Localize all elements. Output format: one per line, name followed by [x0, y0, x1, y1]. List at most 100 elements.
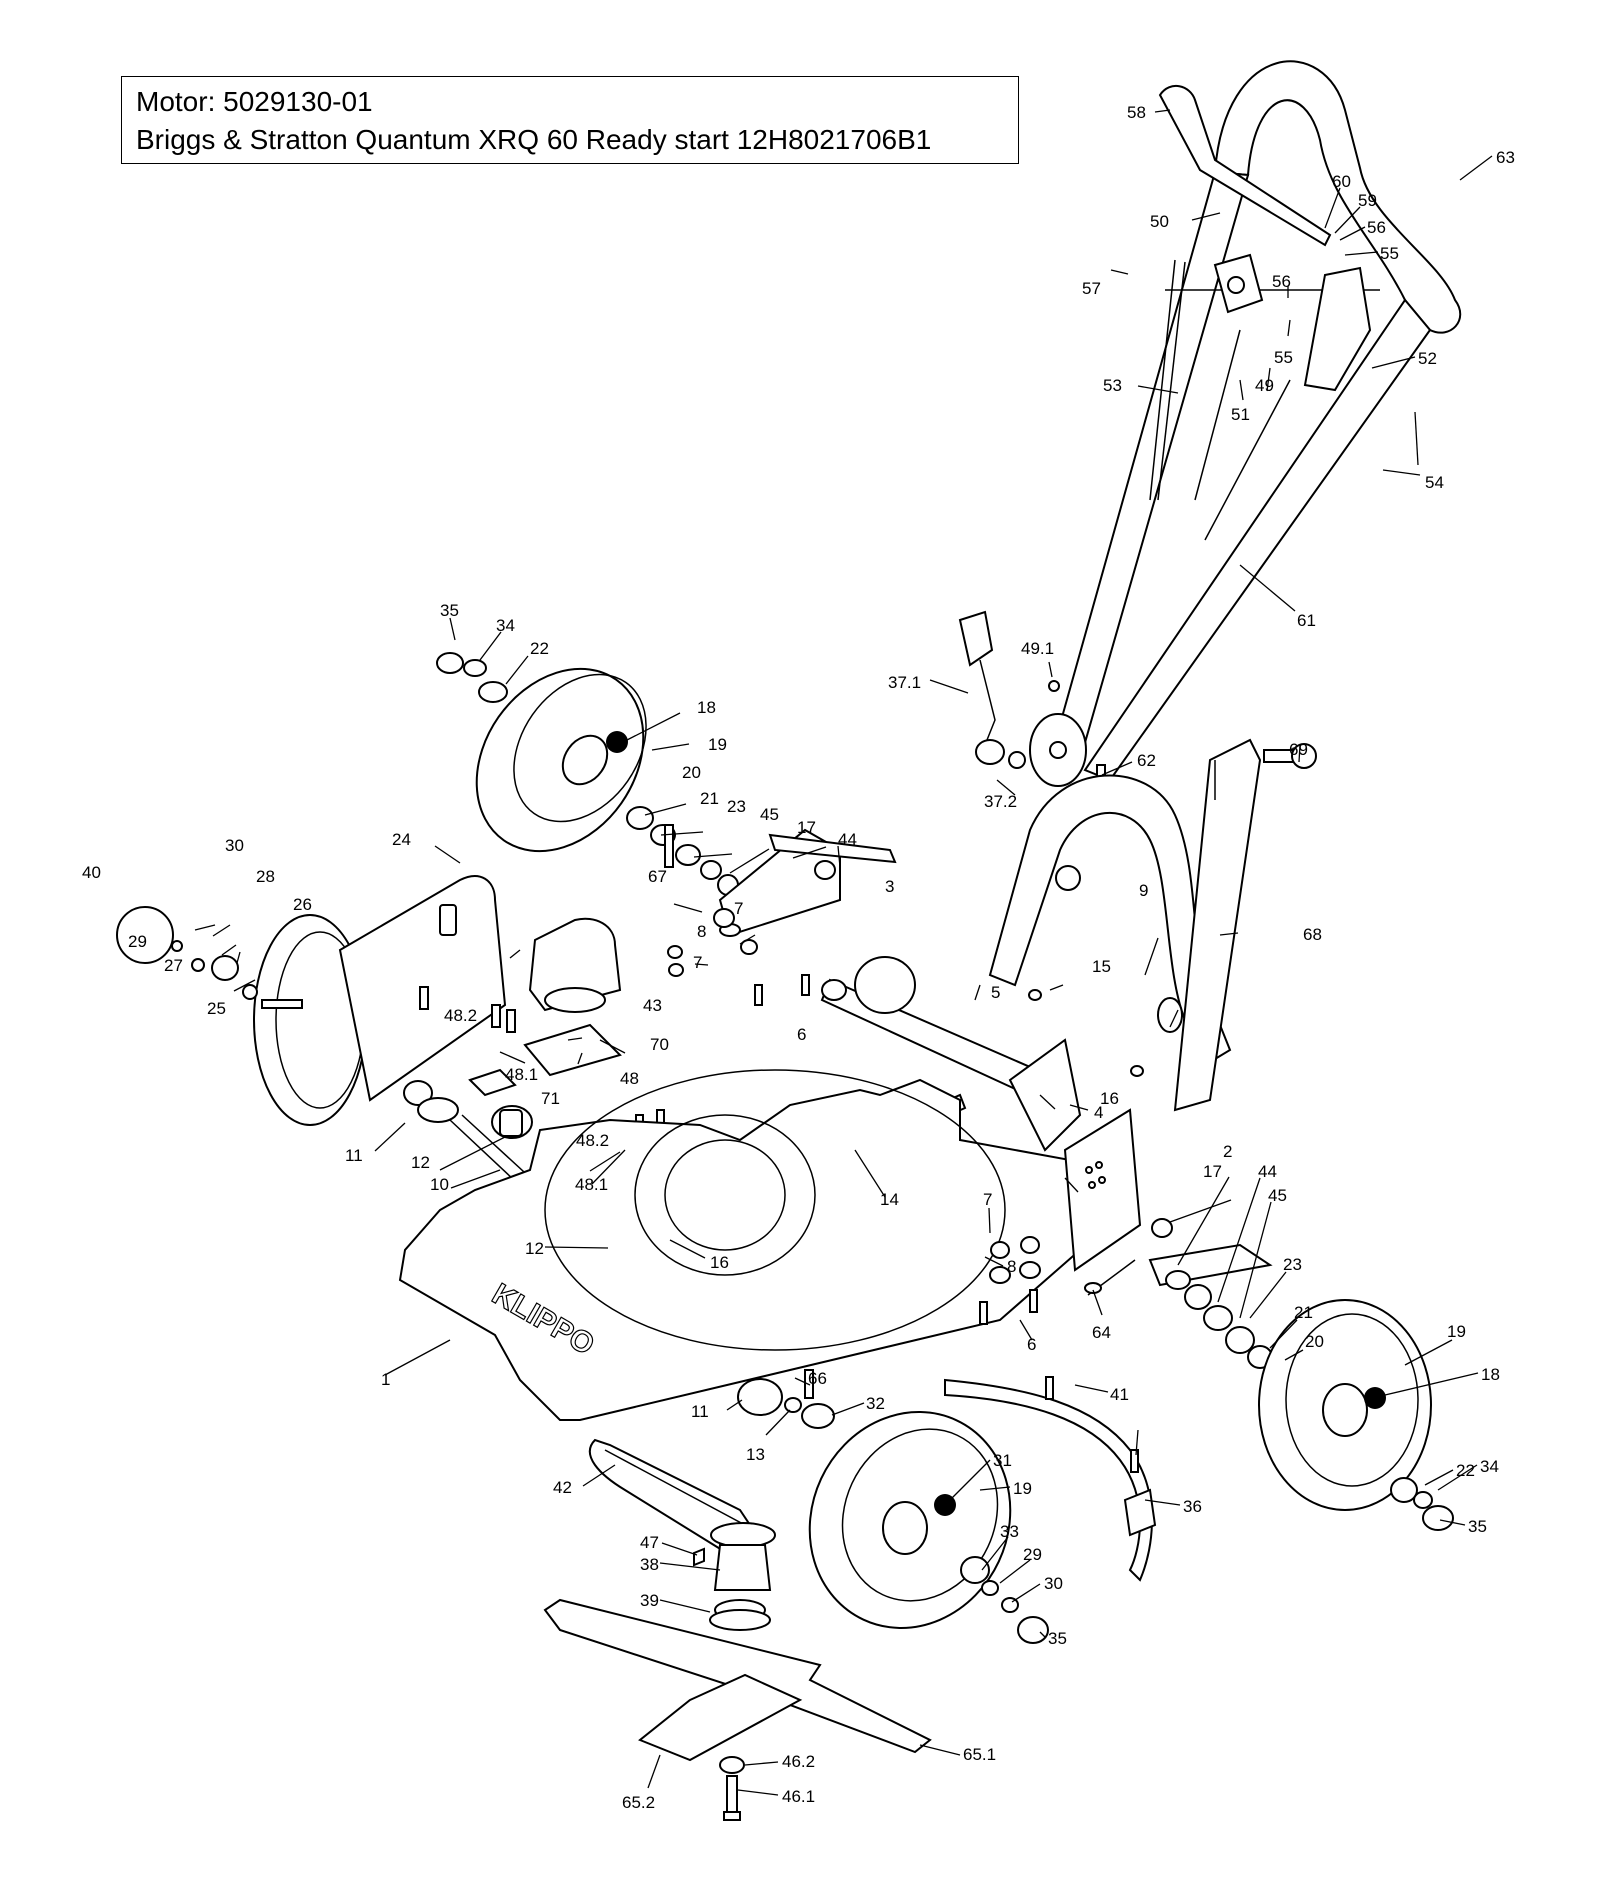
handle-frame-68 [988, 738, 1317, 1112]
callout-38: 38 [640, 1555, 659, 1574]
callout-23-lower: 23 [1283, 1255, 1302, 1274]
callout-5: 5 [991, 983, 1000, 1002]
callout-8-upper: 8 [697, 922, 706, 941]
callout-7-mid: 7 [693, 953, 702, 972]
callout-65-2: 65.2 [622, 1793, 655, 1812]
front-wheel [737, 1369, 1049, 1644]
callout-45-lower: 45 [1268, 1186, 1287, 1205]
callout-45-upper: 45 [760, 805, 779, 824]
callout-20-upper: 20 [682, 763, 701, 782]
callout-44-lower: 44 [1258, 1162, 1277, 1181]
engine-line: Briggs & Stratton Quantum XRQ 60 Ready s… [136, 124, 932, 155]
callout-10: 10 [430, 1175, 449, 1194]
callout-59: 59 [1358, 191, 1377, 210]
callout-67: 67 [648, 867, 667, 886]
motor-line: Motor: 5029130-01 [136, 86, 373, 117]
callout-69: 69 [1289, 740, 1308, 759]
callout-29-lower: 29 [1023, 1545, 1042, 1564]
right-height-adjuster [979, 1108, 1273, 1369]
rear-wheel-upper [436, 652, 739, 896]
callout-12-upper: 12 [411, 1153, 430, 1172]
callout-68: 68 [1303, 925, 1322, 944]
callout-55-lower: 55 [1274, 348, 1293, 367]
callout-70: 70 [650, 1035, 669, 1054]
drive-side-left [116, 875, 622, 1139]
callout-46-2: 46.2 [782, 1752, 815, 1771]
callout-43: 43 [643, 996, 662, 1015]
callout-6-upper: 6 [797, 1025, 806, 1044]
callout-31: 31 [993, 1451, 1012, 1470]
callout-2: 2 [1223, 1142, 1232, 1161]
callout-17-lower: 17 [1203, 1162, 1222, 1181]
callout-52: 52 [1418, 349, 1437, 368]
callout-65-1: 65.1 [963, 1745, 996, 1764]
mower-deck: KLIPPO [398, 1069, 1112, 1421]
callout-27: 27 [164, 956, 183, 975]
callout-55: 55 [1380, 244, 1399, 263]
callout-40: 40 [82, 863, 101, 882]
callout-54: 54 [1425, 473, 1444, 492]
callout-35-right: 35 [1468, 1517, 1487, 1536]
callout-46-1: 46.1 [782, 1787, 815, 1806]
callout-19-front: 19 [1013, 1479, 1032, 1498]
callout-17-upper: 17 [797, 818, 816, 837]
callout-8-lower: 8 [1007, 1257, 1016, 1276]
callout-labels: 58 63 60 59 50 56 55 56 57 55 52 53 49 5… [82, 103, 1515, 1812]
callout-26: 26 [293, 895, 312, 914]
callout-21-upper: 21 [700, 789, 719, 808]
callout-12-lower: 12 [525, 1239, 544, 1258]
callout-44-upper: 44 [838, 830, 857, 849]
cables [1149, 259, 1291, 541]
callout-51: 51 [1231, 405, 1250, 424]
callout-56-lower: 56 [1272, 272, 1291, 291]
callout-16-upper: 16 [1100, 1089, 1119, 1108]
callout-57: 57 [1082, 279, 1101, 298]
callout-28: 28 [256, 867, 275, 886]
callout-11-upper: 11 [345, 1146, 363, 1165]
callout-30-upper: 30 [225, 836, 244, 855]
callout-41: 41 [1110, 1385, 1129, 1404]
belt-and-blade [543, 1438, 932, 1821]
callout-48-2-upper: 48.2 [444, 1006, 477, 1025]
callout-47: 47 [640, 1533, 659, 1552]
callout-22-lower: 22 [1456, 1461, 1475, 1480]
callout-20-lower: 20 [1305, 1332, 1324, 1351]
callout-37-1: 37.1 [888, 673, 921, 692]
rear-wheel-right [1258, 1299, 1454, 1531]
callout-61: 61 [1297, 611, 1316, 630]
callout-56: 56 [1367, 218, 1386, 237]
callout-66: 66 [808, 1369, 827, 1388]
throttle-control [1213, 253, 1264, 314]
callout-49-1: 49.1 [1021, 639, 1054, 658]
callout-49: 49 [1255, 376, 1274, 395]
callout-18-right: 18 [1481, 1365, 1500, 1384]
callout-19-right: 19 [1447, 1322, 1466, 1341]
callout-39: 39 [640, 1591, 659, 1610]
callout-15: 15 [1092, 957, 1111, 976]
callout-35-upper: 35 [440, 601, 459, 620]
callout-1: 1 [381, 1370, 390, 1389]
callout-19-upper: 19 [708, 735, 727, 754]
callout-25: 25 [207, 999, 226, 1018]
callout-7-lower: 7 [983, 1190, 992, 1209]
callout-21-lower: 21 [1294, 1303, 1313, 1322]
callout-11-lower: 11 [691, 1402, 709, 1421]
callout-60: 60 [1332, 172, 1351, 191]
callout-30-lower: 30 [1044, 1574, 1063, 1593]
title-box: Motor: 5029130-01 Briggs & Stratton Quan… [121, 76, 1019, 164]
callout-22-upper: 22 [530, 639, 549, 658]
callout-34-upper: 34 [496, 616, 515, 635]
callout-13: 13 [746, 1445, 765, 1464]
callout-48-1-upper: 48.1 [505, 1065, 538, 1084]
callout-42: 42 [553, 1478, 572, 1497]
callout-14: 14 [880, 1190, 899, 1209]
callout-23-upper: 23 [727, 797, 746, 816]
callout-64: 64 [1092, 1323, 1111, 1342]
leader-lines [194, 109, 1493, 1796]
callout-53: 53 [1103, 376, 1122, 395]
rear-flap-guard [944, 1376, 1157, 1582]
callout-33: 33 [1000, 1522, 1019, 1541]
callout-32: 32 [866, 1394, 885, 1413]
callout-36: 36 [1183, 1497, 1202, 1516]
